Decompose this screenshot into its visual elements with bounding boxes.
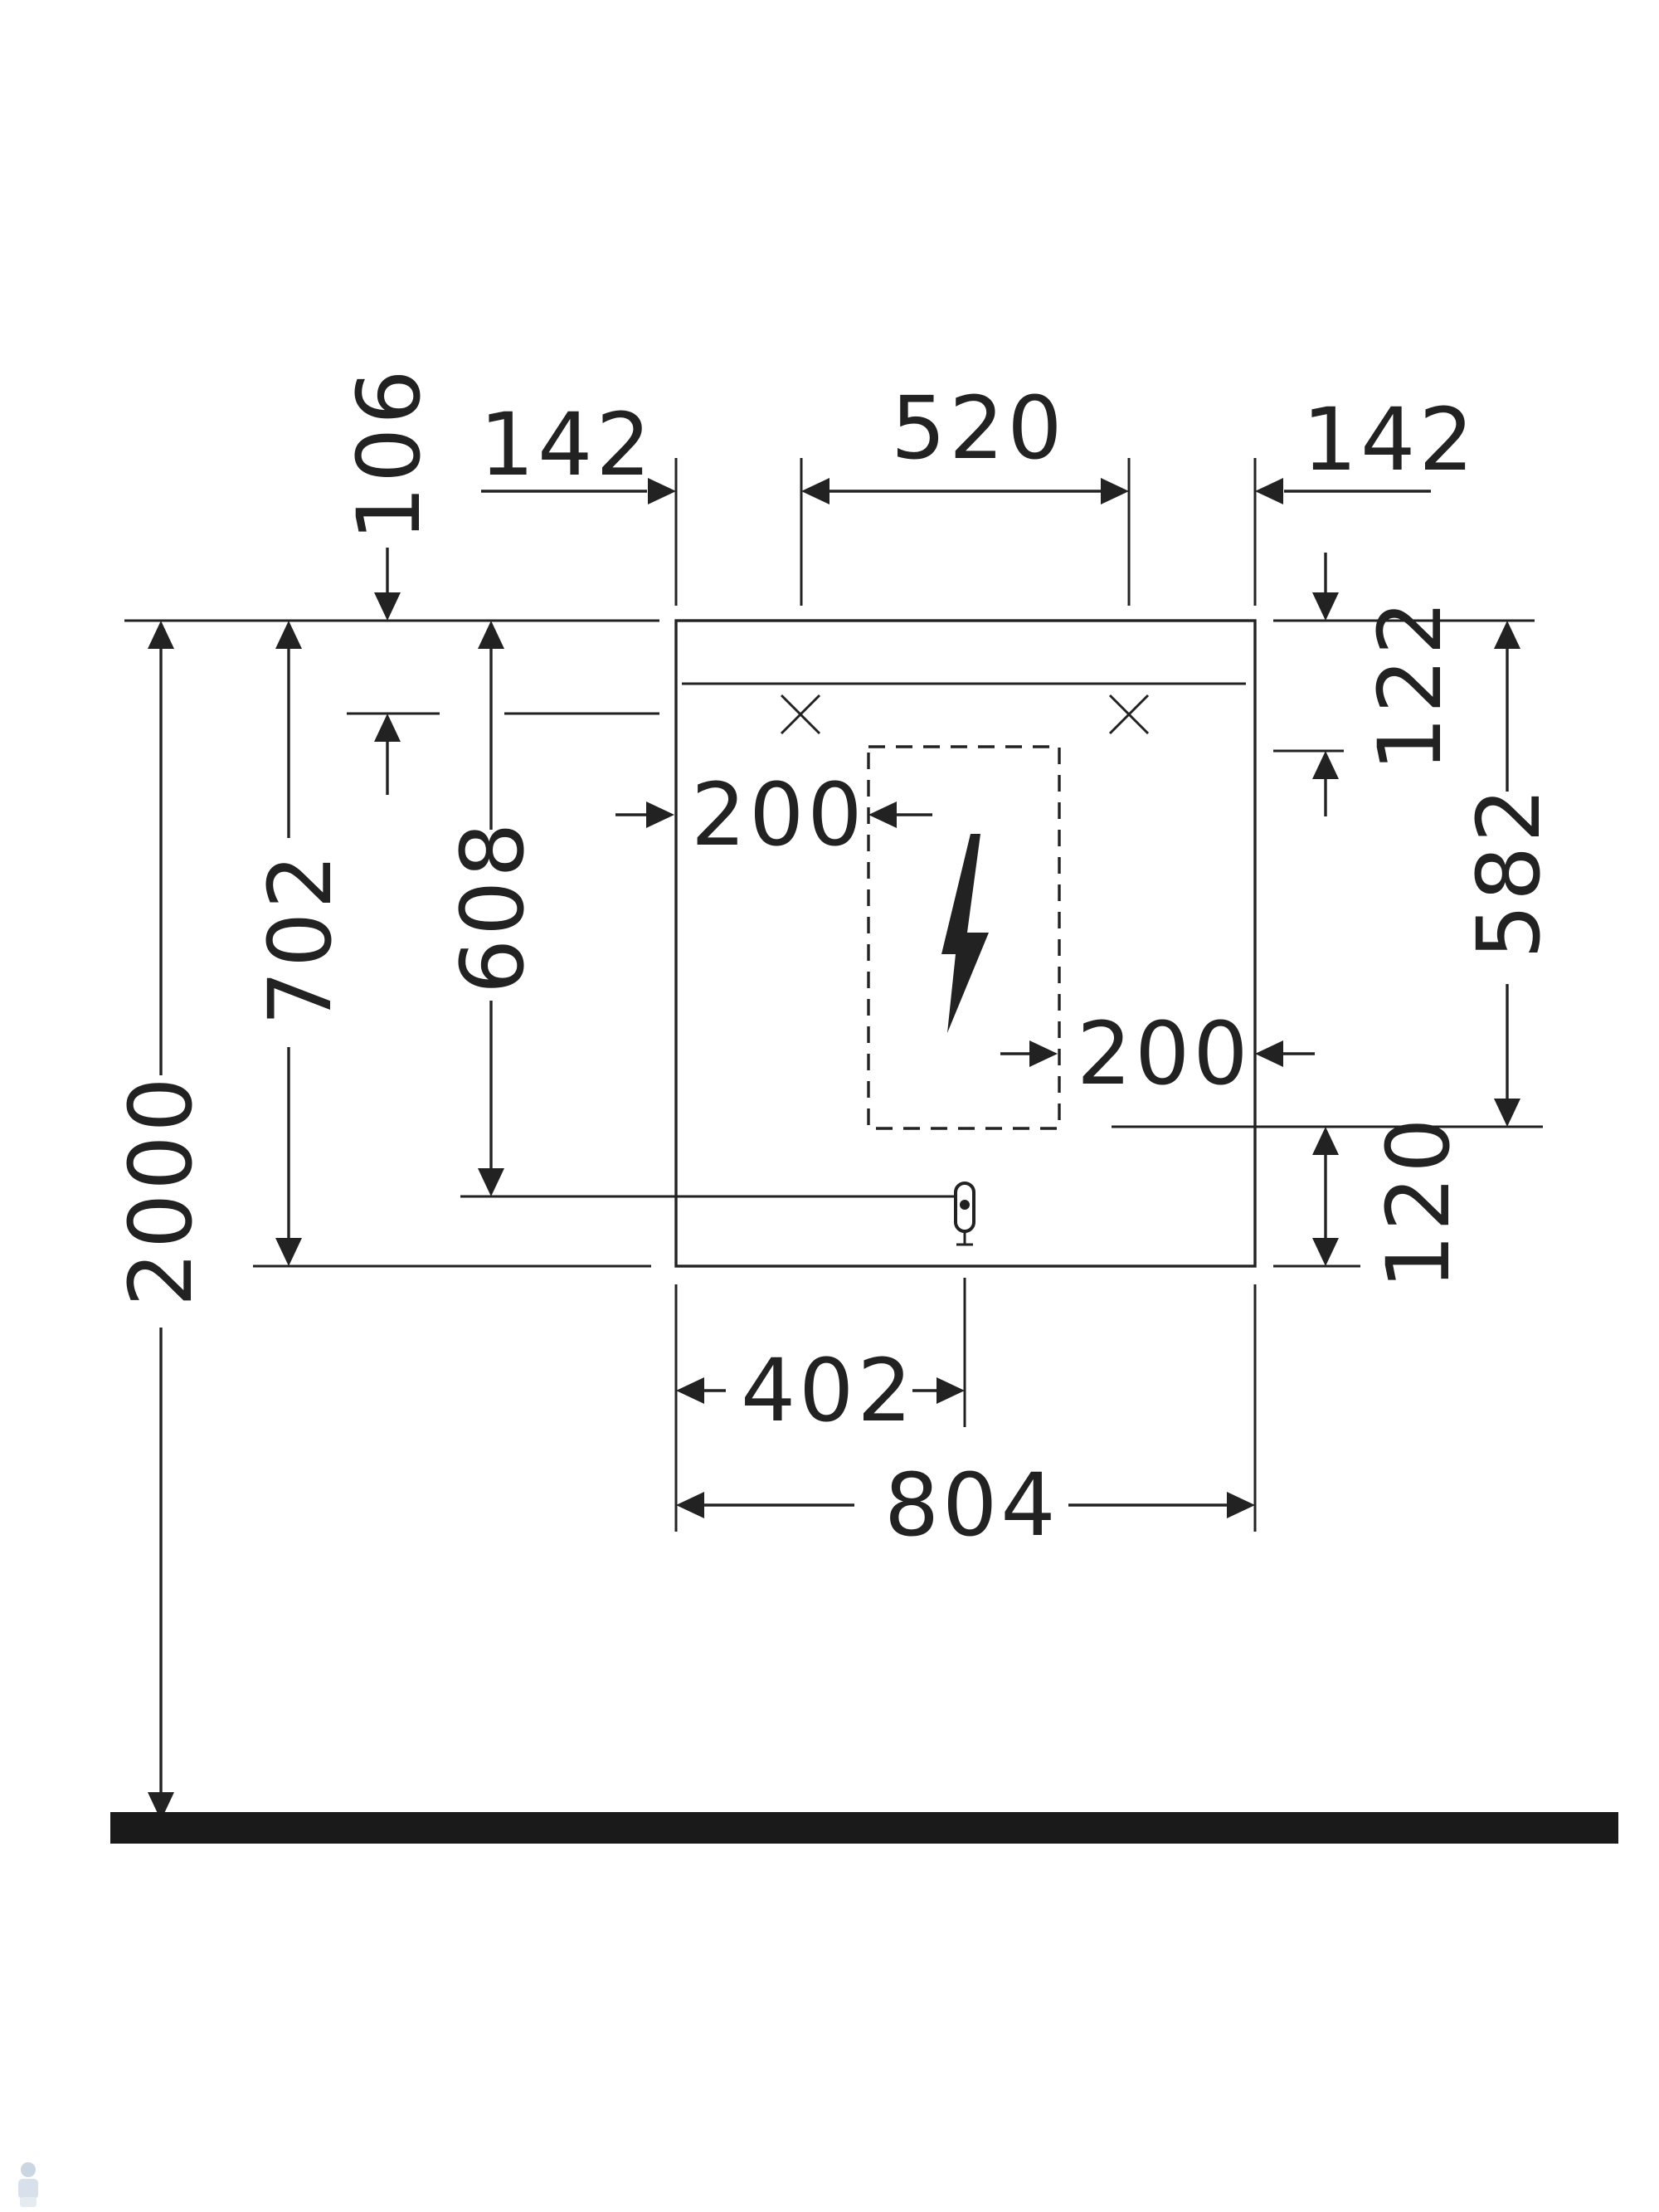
floor-bar [110, 1812, 1618, 1844]
dim-402: 402 [741, 1340, 916, 1441]
dim-200-left: 200 [691, 764, 866, 865]
dim-2000: 2000 [110, 1074, 212, 1307]
mounting-point-right-icon [1108, 694, 1150, 735]
dim-106: 106 [338, 366, 440, 541]
dim-804: 804 [884, 1454, 1059, 1556]
mirror-cabinet-outline [674, 619, 1257, 1268]
electrical-zone-box [867, 745, 1061, 1130]
dim-582: 582 [1458, 784, 1559, 959]
electricity-warning-icon [941, 834, 989, 1033]
dim-top-right-142: 142 [1302, 389, 1477, 490]
dim-702: 702 [250, 850, 351, 1026]
outlet-connector-icon [954, 1182, 975, 1246]
dim-top-left-142: 142 [479, 394, 654, 495]
dim-122: 122 [1360, 597, 1461, 772]
mounting-point-left-icon [780, 694, 821, 735]
dim-120: 120 [1368, 1114, 1469, 1289]
watermark-figure-icon [18, 2162, 38, 2207]
dim-top-center-520: 520 [891, 378, 1066, 479]
dim-608: 608 [442, 819, 543, 994]
dim-200-right: 200 [1077, 1003, 1252, 1104]
